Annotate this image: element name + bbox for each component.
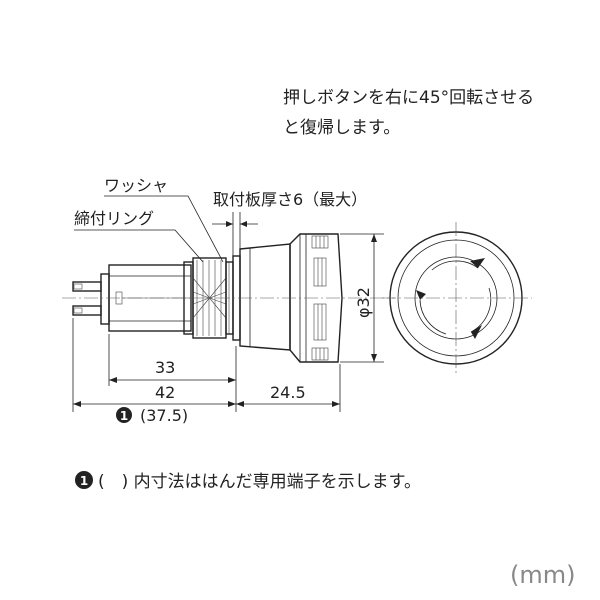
unit-label: (mm) xyxy=(510,561,575,589)
footnote: 1 ( ) 内寸法ははんだ専用端子を示します。 xyxy=(75,471,421,492)
marker-circle xyxy=(116,407,132,423)
note-line-2: と復帰します。 xyxy=(283,118,400,138)
head-knurl-mid xyxy=(313,257,327,341)
terminals xyxy=(72,273,110,325)
footnote-marker-number: 1 xyxy=(80,474,88,488)
head-knurl-bottom xyxy=(311,347,329,361)
panel-thickness-label: 取付板厚さ6（最大） xyxy=(213,190,367,209)
horizontal-dimensions: 33 42 24.5 1 (37.5) xyxy=(72,318,341,425)
head-knurl-top xyxy=(311,235,329,249)
diameter-dimension: φ32 xyxy=(340,233,384,363)
washer-leader xyxy=(104,195,224,263)
locking-ring xyxy=(192,257,227,339)
note-line-1: 押しボタンを右に45°回転させる xyxy=(283,88,534,108)
dim-42: 42 xyxy=(155,383,175,402)
rotate-arrow-icon xyxy=(416,258,492,339)
footnote-text: ( ) 内寸法ははんだ専用端子を示します。 xyxy=(98,472,421,492)
ring-leader xyxy=(74,229,204,263)
bezel xyxy=(239,243,291,351)
washer-label: ワッシャ xyxy=(104,176,168,195)
marker-number: 1 xyxy=(120,409,128,423)
switch-front-view xyxy=(382,222,532,374)
dim-24-5: 24.5 xyxy=(270,383,306,402)
dim-33: 33 xyxy=(155,358,175,377)
dim-37-5: (37.5) xyxy=(140,406,188,425)
footnote-marker-circle xyxy=(75,471,93,489)
ring-label: 締付リング xyxy=(74,209,154,228)
diameter-text: φ32 xyxy=(354,287,373,318)
switch-side-view xyxy=(62,233,395,363)
